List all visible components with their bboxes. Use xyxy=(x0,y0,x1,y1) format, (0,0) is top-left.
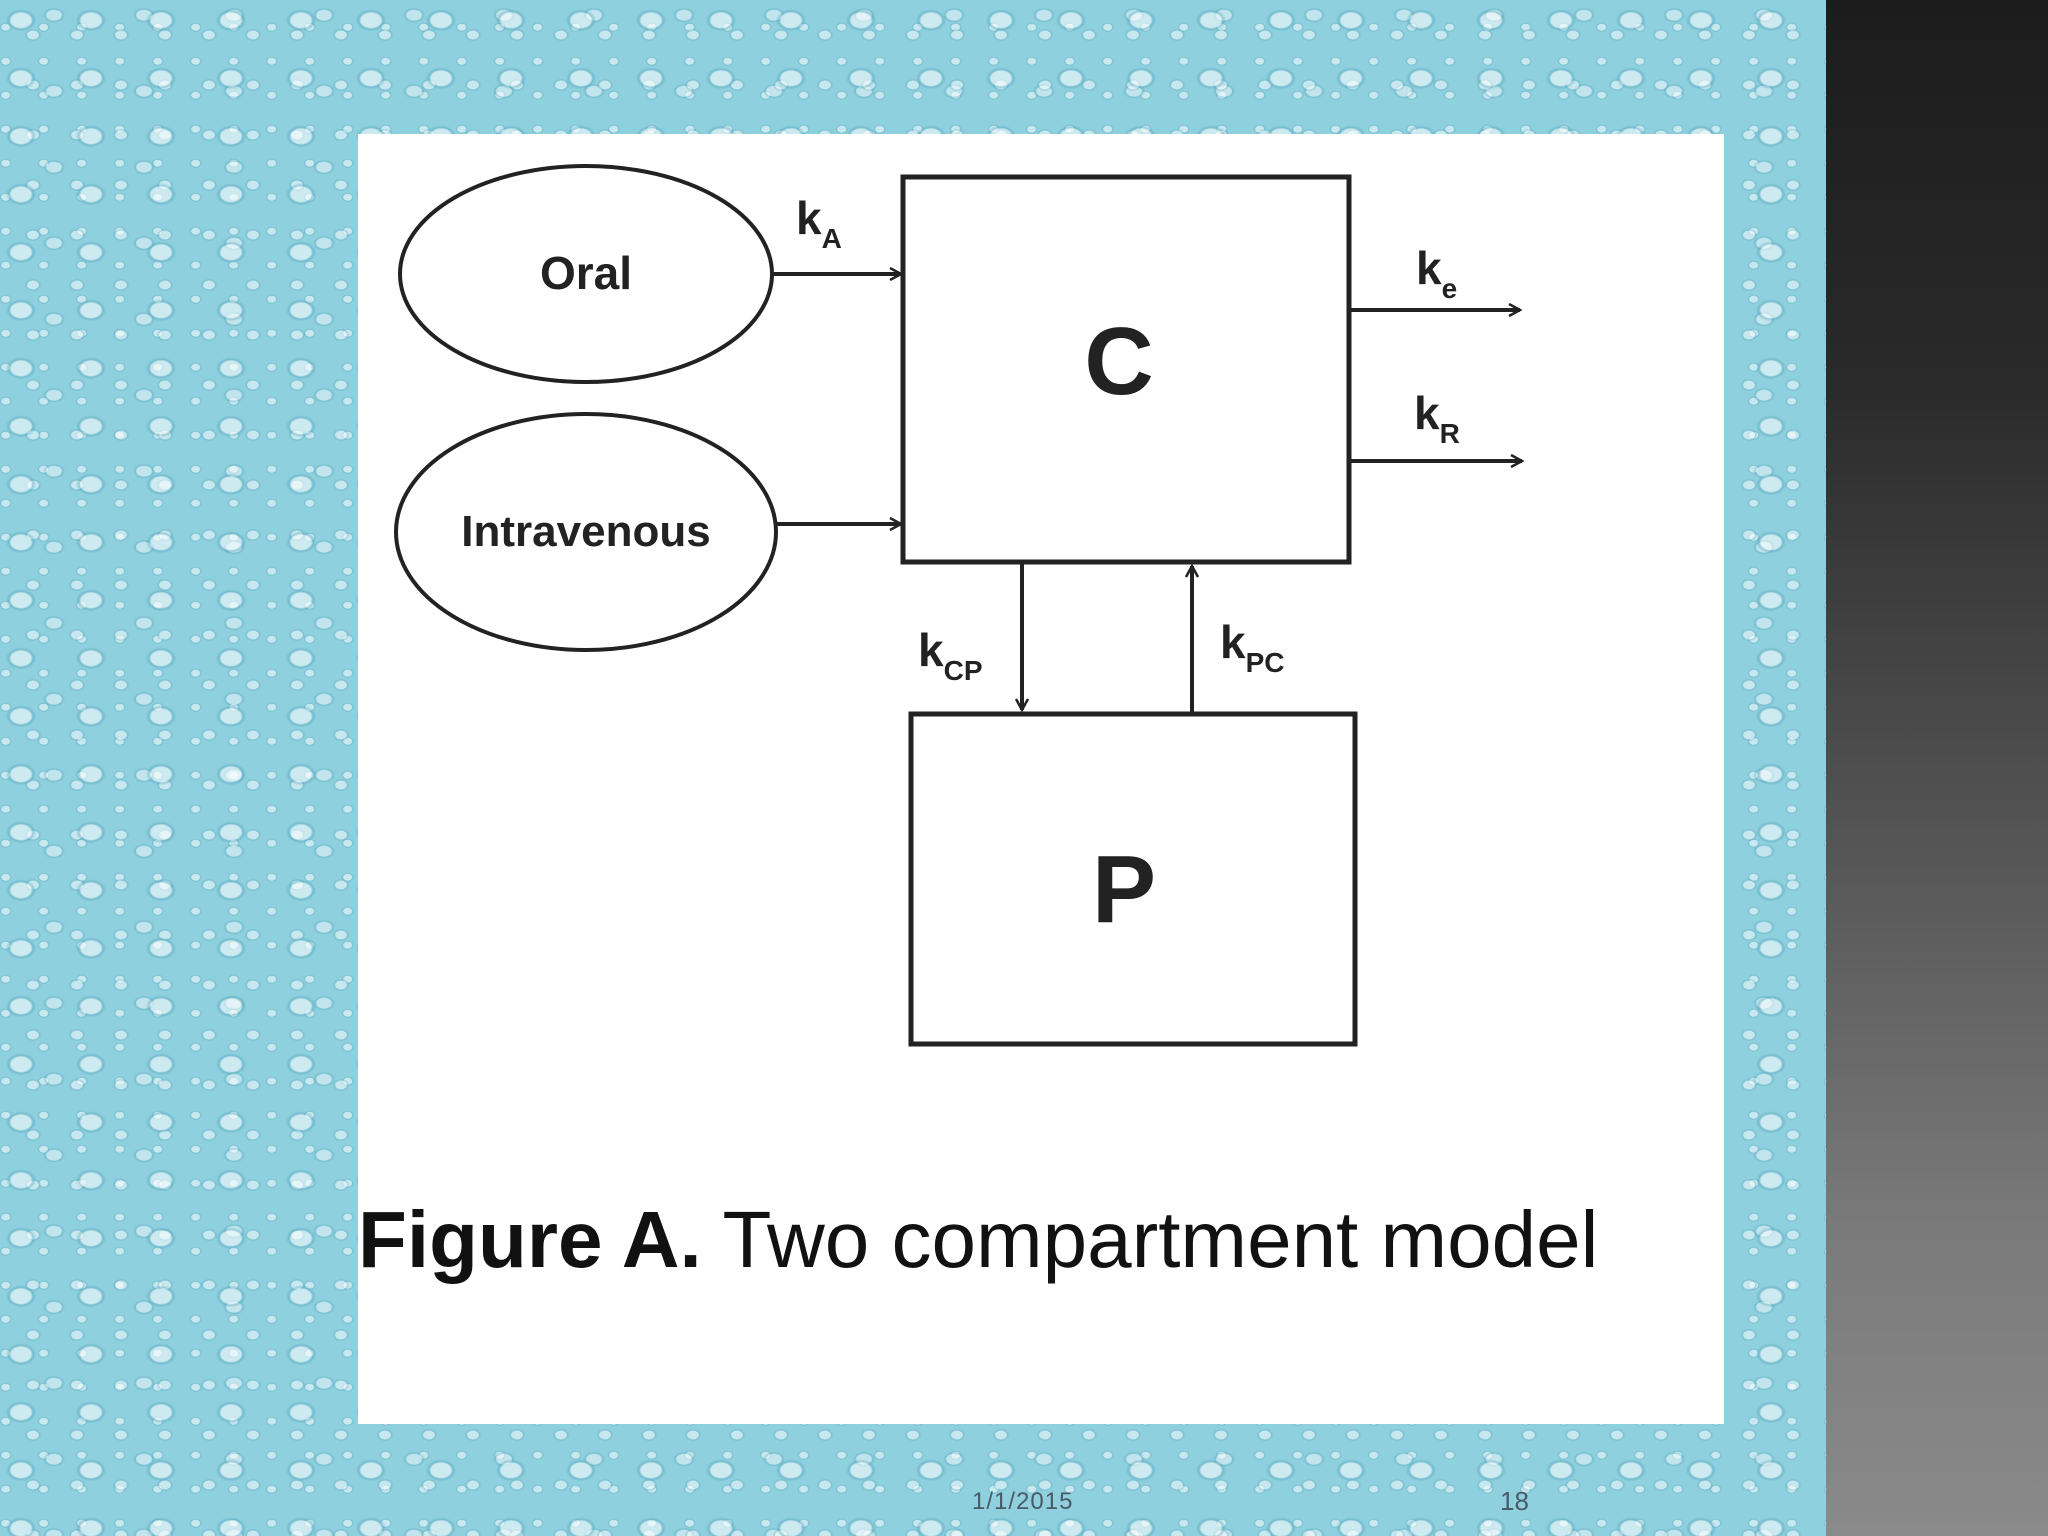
figure-panel: Oral Intravenous C P kA ke kR kCP kPC Fi… xyxy=(358,134,1724,1424)
rate-kcp: kCP xyxy=(918,624,983,686)
rate-kpc: kPC xyxy=(1220,616,1285,678)
peripheral-compartment xyxy=(908,711,1358,1047)
central-compartment xyxy=(900,174,1352,565)
rate-ke: ke xyxy=(1416,242,1457,304)
caption-title: Two compartment model xyxy=(722,1195,1599,1284)
rate-ka: kA xyxy=(796,192,842,254)
peripheral-compartment-label: P xyxy=(1092,836,1156,943)
slide-date: 1/1/2015 xyxy=(972,1488,1074,1515)
rate-kr: kR xyxy=(1414,387,1460,449)
slide-side-bar xyxy=(1826,0,2048,1536)
intravenous-node xyxy=(394,412,778,652)
oral-label: Oral xyxy=(540,247,632,299)
intravenous-label: Intravenous xyxy=(461,507,710,556)
slide-number: 18 xyxy=(1500,1486,1529,1516)
caption-figure-label: Figure A. xyxy=(358,1195,702,1284)
compartment-diagram: Oral Intravenous C P kA ke kR kCP kPC xyxy=(394,164,1724,1047)
central-compartment-label: C xyxy=(1084,308,1153,415)
figure-caption: Figure A. Two compartment model xyxy=(358,1194,1724,1286)
